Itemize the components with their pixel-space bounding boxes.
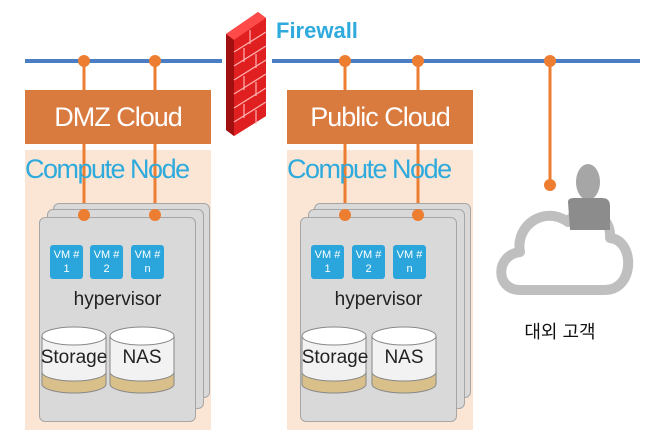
connector-dot (339, 55, 351, 67)
connector-dot (412, 55, 424, 67)
public-compute-node-label: Compute Node (287, 154, 452, 184)
public-nas-disk-icon (371, 326, 437, 394)
dmz-vm-1: VM #1 (50, 245, 83, 279)
dmz-vm-n: VM #n (131, 245, 164, 279)
customer-cloud-icon (496, 207, 634, 295)
firewall-label: Firewall (276, 18, 358, 43)
public-vm-n: VM #n (393, 245, 426, 279)
dmz-hypervisor-label: hypervisor (73, 289, 162, 310)
connector-dot (149, 209, 161, 221)
connector-dot (412, 209, 424, 221)
dmz-nas-label: NAS (122, 347, 162, 368)
connector-dot (78, 209, 90, 221)
dmz-storage-disk-icon (41, 326, 107, 394)
external-customer-label: 대외 고객 (524, 322, 596, 342)
connector-dot (544, 55, 556, 67)
public-vm-2: VM #2 (352, 245, 385, 279)
public-vm-1: VM #1 (311, 245, 344, 279)
customer-person-icon (568, 164, 610, 230)
public-nas-label: NAS (384, 347, 424, 368)
firewall-icon (226, 12, 267, 136)
dmz-storage-label: Storage (40, 347, 108, 368)
connector-dot (149, 55, 161, 67)
public-storage-disk-icon (301, 326, 367, 394)
dmz-vm-2: VM #2 (90, 245, 123, 279)
connector-dot (339, 209, 351, 221)
dmz-nas-disk-icon (109, 326, 175, 394)
public-cloud-title: Public Cloud (287, 90, 473, 144)
dmz-compute-node-label: Compute Node (25, 154, 190, 184)
public-hypervisor-label: hypervisor (334, 289, 423, 310)
public-storage-label: Storage (301, 347, 369, 368)
connector-dot (78, 55, 90, 67)
dmz-cloud-title: DMZ Cloud (25, 90, 211, 144)
connector-dot (544, 179, 556, 191)
